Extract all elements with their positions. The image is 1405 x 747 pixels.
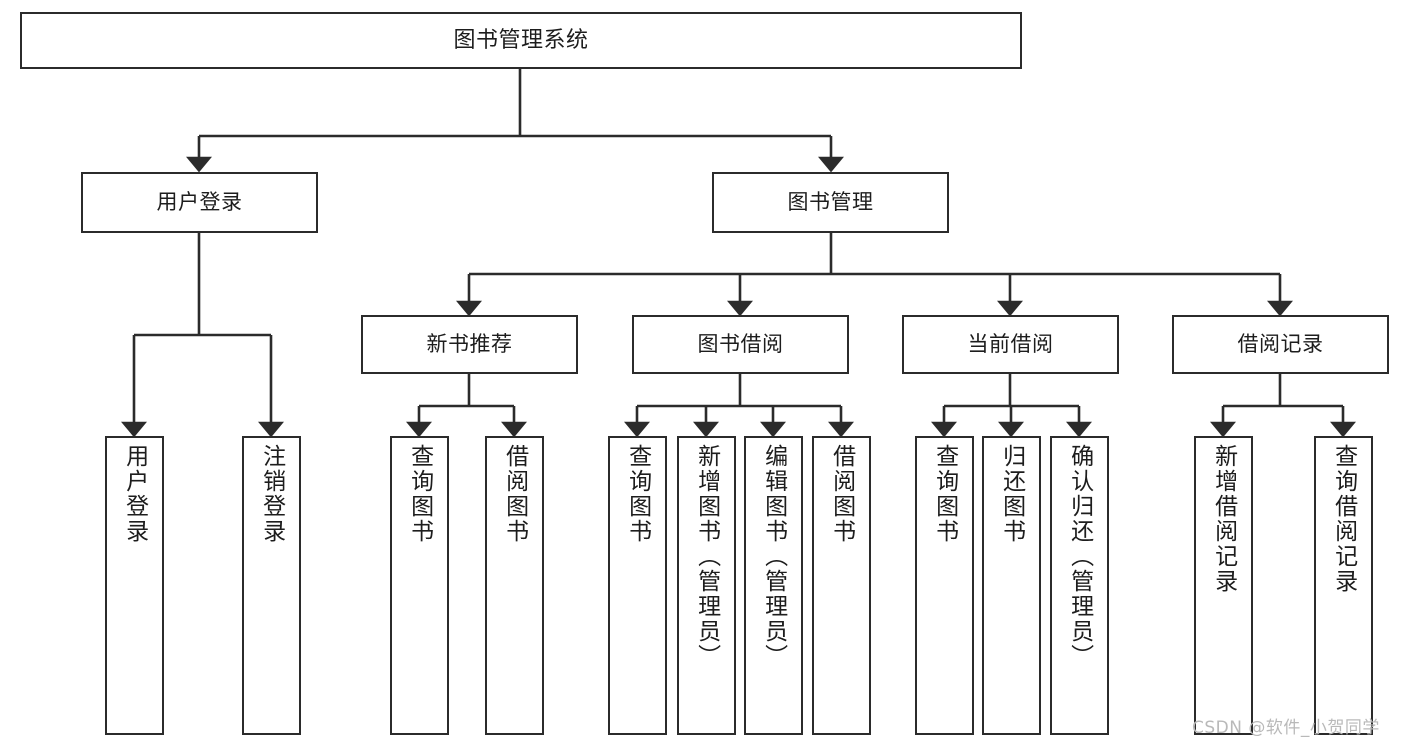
- leaf-current-return-book[interactable]: 归还图书: [982, 436, 1041, 735]
- csdn-watermark: CSDN @软件_小贺同学: [1192, 718, 1380, 738]
- node-label: 借阅图书: [828, 444, 855, 544]
- node-label: 图书借阅: [697, 332, 784, 357]
- node-label: 确认归还（管理员）: [1066, 444, 1093, 669]
- leaf-recommend-borrow-book[interactable]: 借阅图书: [485, 436, 544, 735]
- node-root-system[interactable]: 图书管理系统: [20, 12, 1022, 69]
- node-label: 编辑图书（管理员）: [760, 444, 787, 669]
- leaf-record-add-record[interactable]: 新增借阅记录: [1194, 436, 1253, 735]
- node-label: 查询图书: [931, 444, 958, 544]
- leaf-user-login-signout[interactable]: 注销登录: [242, 436, 301, 735]
- node-label: 归还图书: [998, 444, 1025, 544]
- node-label: 查询图书: [406, 444, 433, 544]
- leaf-record-query-record[interactable]: 查询借阅记录: [1314, 436, 1373, 735]
- leaf-borrow-edit-book[interactable]: 编辑图书（管理员）: [744, 436, 803, 735]
- node-label: 新书推荐: [426, 332, 513, 357]
- leaf-borrow-add-book[interactable]: 新增图书（管理员）: [677, 436, 736, 735]
- leaf-recommend-query-book[interactable]: 查询图书: [390, 436, 449, 735]
- node-label: 当前借阅: [967, 332, 1054, 357]
- leaf-current-query-book[interactable]: 查询图书: [915, 436, 974, 735]
- node-label: 借阅记录: [1237, 332, 1324, 357]
- node-label: 用户登录: [156, 190, 243, 215]
- node-label: 新增借阅记录: [1210, 444, 1237, 594]
- node-book-management[interactable]: 图书管理: [712, 172, 949, 233]
- node-borrow-record[interactable]: 借阅记录: [1172, 315, 1389, 374]
- leaf-user-login-signin[interactable]: 用户登录: [105, 436, 164, 735]
- leaf-borrow-borrow-book[interactable]: 借阅图书: [812, 436, 871, 735]
- leaf-borrow-query-book[interactable]: 查询图书: [608, 436, 667, 735]
- node-label: 借阅图书: [501, 444, 528, 544]
- node-label: 用户登录: [121, 444, 148, 544]
- node-new-book-recommend[interactable]: 新书推荐: [361, 315, 578, 374]
- node-label: 图书管理系统: [453, 27, 589, 53]
- node-current-borrow[interactable]: 当前借阅: [902, 315, 1119, 374]
- node-book-borrow[interactable]: 图书借阅: [632, 315, 849, 374]
- node-label: 查询借阅记录: [1330, 444, 1357, 594]
- node-label: 注销登录: [258, 444, 285, 544]
- node-label: 查询图书: [624, 444, 651, 544]
- node-label: 新增图书（管理员）: [693, 444, 720, 669]
- node-label: 图书管理: [787, 190, 874, 215]
- leaf-current-confirm-return[interactable]: 确认归还（管理员）: [1050, 436, 1109, 735]
- node-user-login[interactable]: 用户登录: [81, 172, 318, 233]
